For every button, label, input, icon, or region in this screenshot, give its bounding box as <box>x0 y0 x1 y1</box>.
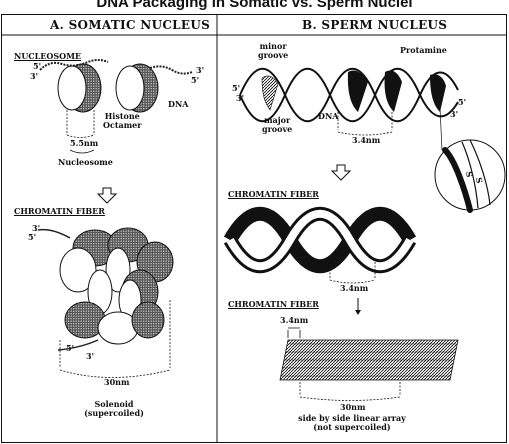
size-bracket-3-4-a <box>337 112 393 136</box>
histone-octamer-label: Histone Octamer <box>103 111 142 130</box>
major-groove-label: major groove <box>262 115 293 134</box>
sperm-dna-helix <box>239 67 459 123</box>
nucleosome-right <box>115 63 159 113</box>
prime3-label-a4: 3' <box>86 351 95 361</box>
prime3-label-a3: 3' <box>32 223 41 233</box>
s-label-1: S <box>463 170 475 179</box>
prime3-label-b2: 3' <box>450 109 459 119</box>
protamine-label: Protamine <box>400 45 447 55</box>
s-label-2: S <box>473 176 485 185</box>
size-bracket-30-a <box>59 300 171 378</box>
arrow-down-a <box>96 187 118 204</box>
solenoid-fiber <box>37 227 174 351</box>
chromatin-fiber-label-b: CHROMATIN FIBER <box>228 189 319 199</box>
prime5-label-a3: 5' <box>28 232 37 242</box>
size-bracket-3-4-b <box>329 262 376 284</box>
size-bracket-5-5 <box>66 110 95 138</box>
dna-label-b: DNA <box>318 111 339 121</box>
size-30-label-b: 30nm <box>340 402 366 412</box>
prime3-label-a2: 3' <box>196 65 205 75</box>
prime3-label-a1: 3' <box>30 71 39 81</box>
solenoid-caption: Solenoid (supercoiled) <box>84 399 144 418</box>
prime5-label-a4: 5' <box>66 343 75 353</box>
size-3-4-label-a: 3.4nm <box>352 135 381 145</box>
minor-groove-label: minor groove <box>258 41 289 60</box>
prime5-label-a1: 5' <box>33 61 42 71</box>
prime5-label-b1: 5' <box>232 83 241 93</box>
linear-array-fiber <box>279 339 459 381</box>
prime5-label-b2: 5' <box>458 97 467 107</box>
size-bracket-3-4-c <box>287 327 301 338</box>
nucleosome-section-label: NUCLEOSOME <box>14 51 82 61</box>
chromatin-fiber-label-a: CHROMATIN FIBER <box>14 206 105 216</box>
sperm-chromatin-fiber <box>223 206 417 274</box>
prime3-label-b1: 3' <box>236 93 245 103</box>
chromatin-fiber-label-b2: CHROMATIN FIBER <box>228 299 319 309</box>
figure-frame <box>1 14 507 443</box>
size-3-4-label-b: 3.4nm <box>340 283 369 293</box>
nucleosome-left <box>57 63 102 113</box>
size-30-label-a: 30nm <box>104 377 130 387</box>
size-5-5-label: 5.5nm <box>70 138 99 148</box>
linear-array-caption: side by side linear array (not supercoil… <box>298 413 406 432</box>
size-bracket-30-b <box>299 382 401 401</box>
nucleosome-caption: Nucleosome <box>58 157 113 167</box>
dna-label-a: DNA <box>168 99 189 109</box>
diagram-title: DNA Packaging in Somatic vs. Sperm Nucle… <box>96 0 413 11</box>
prime5-label-a2: 5' <box>191 75 200 85</box>
nucleosome-dna-linker <box>39 59 193 75</box>
zoom-inset <box>434 107 506 213</box>
panel-a-heading: A. SOMATIC NUCLEUS <box>50 18 211 32</box>
size-3-4-label-c: 3.4nm <box>280 315 309 325</box>
arrow-down-b <box>330 164 352 181</box>
panel-b-heading: B. SPERM NUCLEUS <box>302 18 448 32</box>
